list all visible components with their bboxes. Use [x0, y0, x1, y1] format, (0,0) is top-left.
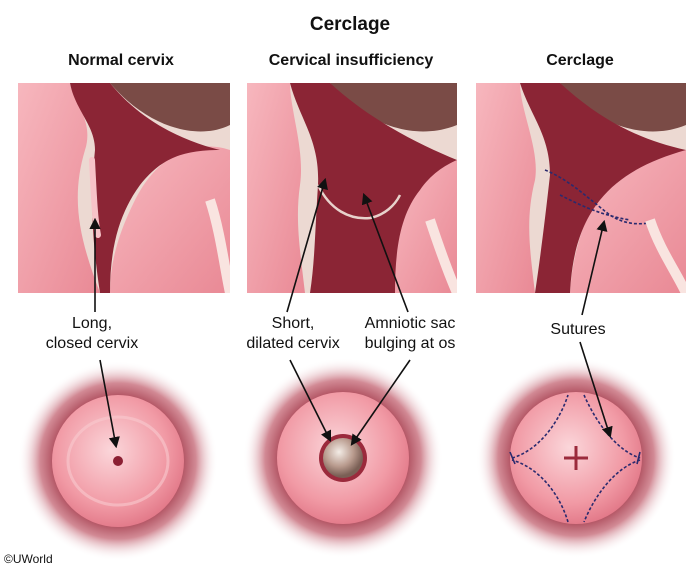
closed-os — [113, 456, 123, 466]
arrow-amniotic-up — [361, 192, 409, 313]
suture-line — [544, 169, 656, 225]
amniotic-sac — [323, 438, 363, 478]
panel-cerclage — [476, 83, 686, 293]
arrow-sutures-down — [579, 341, 613, 439]
uterine-wall — [560, 83, 686, 132]
label-short-dilated-cervix: Short, dilated cervix — [246, 315, 340, 352]
cervix-right-lip — [110, 146, 230, 293]
uterine-wall — [110, 83, 230, 132]
arrow-short-cervix-down — [289, 359, 332, 443]
cervix-left-lip — [476, 83, 536, 293]
purse-string-sutures — [511, 394, 641, 523]
figure-title: Cerclage — [309, 14, 391, 35]
cervix-left-lip — [247, 83, 305, 293]
cervical-canal — [70, 83, 220, 293]
cervix-left-lip — [18, 83, 100, 293]
copyright: ©UWorld — [4, 552, 53, 566]
arrow-short-cervix-up — [286, 177, 328, 313]
arrow-amniotic-down — [350, 359, 411, 446]
label-long-closed-cervix: Long, closed cervix — [45, 315, 139, 352]
os-view-insufficiency — [243, 358, 443, 558]
amniotic-membrane — [316, 184, 402, 220]
uterine-wall — [330, 83, 457, 132]
cervix-right-lip — [570, 150, 686, 293]
heading-cervical-insufficiency: Cervical insufficiency — [268, 52, 434, 69]
panel-normal-cervix — [18, 83, 230, 293]
heading-normal-cervix: Normal cervix — [68, 52, 174, 69]
pointer-arrows — [89, 177, 613, 449]
arrow-sutures-up — [581, 219, 608, 316]
cervical-canal — [520, 83, 686, 293]
label-amniotic-sac: Amniotic sac bulging at os — [364, 315, 456, 352]
dilated-canal — [290, 83, 457, 293]
arrow-long-cervix-down — [99, 359, 120, 449]
panel-cervical-insufficiency — [247, 83, 457, 293]
label-sutures: Sutures — [550, 321, 606, 338]
heading-cerclage: Cerclage — [546, 52, 614, 69]
os-view-cerclage — [476, 358, 676, 558]
closed-os-cross — [564, 446, 588, 470]
os-view-normal — [18, 361, 218, 561]
